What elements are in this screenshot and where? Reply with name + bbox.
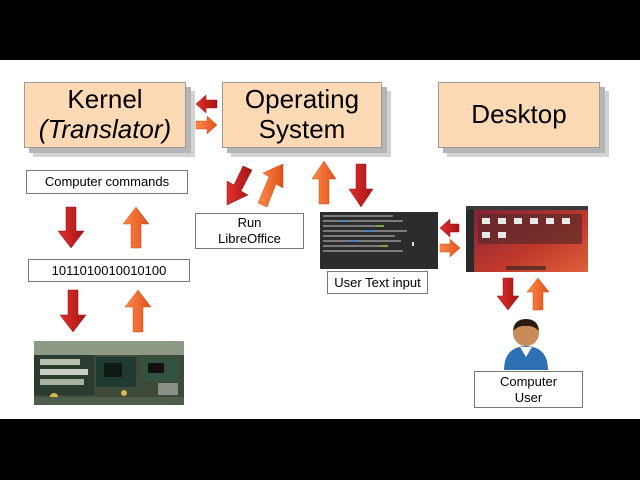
desktop-title: Desktop [471, 99, 567, 130]
arrow-os-to-terminal [348, 163, 374, 208]
arrow-desktop-to-terminal [439, 218, 460, 238]
arrow-commands-up [122, 206, 150, 249]
libreoffice-text: LibreOffice [218, 231, 281, 246]
arrow-commands-down [57, 206, 85, 249]
run-text: Run [237, 215, 262, 231]
arrow-os-to-libreoffice [226, 165, 253, 206]
arrow-terminal-to-desktop [439, 238, 461, 258]
kernel-subtitle: (Translator) [38, 114, 172, 144]
desktop-screenshot [466, 206, 588, 272]
user-text-input-text: User Text input [334, 274, 421, 290]
arrow-libreoffice-to-os [257, 163, 284, 208]
terminal-screenshot [320, 212, 438, 269]
slide: Kernel (Translator) Operating System Des… [0, 60, 640, 419]
arrow-binary-down [59, 289, 87, 333]
kernel-title: Kernel [67, 84, 143, 115]
operating-system-box: Operating System [222, 82, 382, 148]
computer-text: Computer [499, 373, 558, 389]
os-title-line2: System [258, 114, 346, 144]
arrows-layer [57, 94, 550, 333]
arrow-os-to-kernel [195, 94, 218, 114]
arrow-binary-up [124, 289, 152, 333]
arrow-kernel-to-os [195, 115, 218, 135]
kernel-box: Kernel (Translator) [24, 82, 186, 148]
computer-commands-label: Computer commands [26, 170, 188, 194]
computer-commands-text: Computer commands [44, 174, 170, 190]
arrow-terminal-to-os [311, 160, 337, 205]
circuit-board-image [34, 341, 184, 405]
arrow-desktop-to-user [496, 277, 520, 311]
binary-label: 1011010010010100 [28, 259, 190, 282]
os-title-line1: Operating [244, 84, 360, 115]
user-avatar-icon [501, 315, 551, 370]
user-text: User [514, 389, 543, 405]
desktop-box: Desktop [438, 82, 600, 148]
run-libreoffice-label: Run LibreOffice [195, 213, 304, 249]
arrow-user-to-desktop [526, 277, 550, 311]
user-text-input-label: User Text input [327, 271, 428, 294]
binary-text: 1011010010010100 [51, 262, 167, 278]
computer-user-label: Computer User [474, 371, 583, 408]
